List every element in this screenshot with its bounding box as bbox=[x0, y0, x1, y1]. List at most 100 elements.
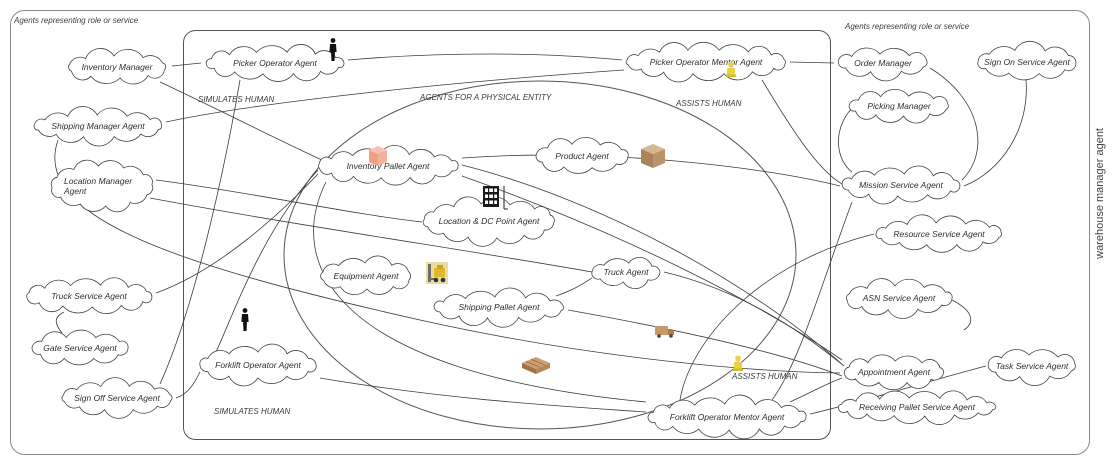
agent-label: Order Manager bbox=[854, 57, 912, 68]
connector-line bbox=[159, 79, 241, 385]
connector-line bbox=[789, 61, 835, 64]
agent-product: Product Agent bbox=[530, 137, 634, 174]
agent-label: Location & DC Point Agent bbox=[438, 215, 540, 226]
agent-location-manager: Location Manager Agent bbox=[46, 159, 158, 213]
agent-inventory-manager: Inventory Manager bbox=[62, 48, 172, 85]
agent-sign-off-service: Sign Off Service Agent bbox=[56, 377, 178, 419]
cloud-outline bbox=[61, 377, 173, 419]
cloud-shape bbox=[591, 256, 661, 289]
connector-line bbox=[165, 69, 625, 123]
agent-label: Picking Manager bbox=[867, 100, 931, 111]
cloud-shape bbox=[625, 41, 786, 83]
cloud-outline bbox=[33, 106, 163, 147]
connector-line bbox=[461, 164, 845, 367]
cloud-outline bbox=[647, 394, 807, 440]
agent-truck-service: Truck Service Agent bbox=[20, 277, 158, 314]
cloud-shape bbox=[837, 47, 928, 82]
cloud-outline bbox=[535, 137, 629, 174]
cloud-outline bbox=[318, 145, 459, 186]
physical-entity-label: AGENTS FOR A PHYSICAL ENTITY bbox=[420, 93, 552, 102]
connector-line bbox=[963, 79, 1027, 187]
simulates-human-label: SIMULATES HUMAN bbox=[198, 95, 275, 104]
agent-label: Shipping Pallet Agent bbox=[458, 302, 540, 313]
connector-line bbox=[159, 81, 323, 161]
human-agents-boundary bbox=[183, 30, 831, 440]
cloud-shape bbox=[26, 277, 153, 314]
agent-label: Location Manager Agent bbox=[64, 175, 133, 196]
connector-line bbox=[771, 201, 853, 401]
connector-line bbox=[461, 154, 841, 187]
cloud-shape bbox=[320, 255, 411, 295]
connector-line bbox=[55, 311, 65, 334]
cloud-outline bbox=[848, 88, 949, 124]
connector-line bbox=[567, 309, 843, 377]
agent-label: Truck Service Agent bbox=[51, 290, 127, 301]
connector-line bbox=[929, 67, 979, 181]
cloud-shape bbox=[318, 145, 459, 186]
agent-label: Forklift Operator Agent bbox=[215, 359, 301, 370]
cloud-outline bbox=[433, 287, 565, 328]
cloud-outline bbox=[199, 343, 317, 387]
right-group-caption: Agents representing role or service bbox=[845, 22, 970, 31]
physical-entity-boundary bbox=[283, 80, 797, 430]
agent-label: Task Service Agent bbox=[995, 360, 1069, 371]
agent-mission-service: Mission Service Agent bbox=[836, 165, 966, 205]
agent-shipping-pallet: Shipping Pallet Agent bbox=[428, 287, 570, 328]
agent-sign-on-service: Sign On Service Agent bbox=[972, 40, 1082, 81]
cloud-shape bbox=[422, 196, 555, 247]
agent-picker-operator: Picker Operator Agent bbox=[200, 44, 350, 82]
connector-line bbox=[761, 79, 843, 185]
agent-resource-service: Resource Service Agent bbox=[870, 214, 1008, 253]
agent-shipping-manager: Shipping Manager Agent bbox=[28, 106, 168, 147]
cloud-shape bbox=[837, 390, 997, 425]
cloud-outline bbox=[837, 390, 997, 425]
agent-picking-manager: Picking Manager bbox=[843, 88, 955, 124]
cloud-outline bbox=[68, 48, 167, 85]
cloud-outline bbox=[591, 256, 661, 289]
agent-label: Resource Service Agent bbox=[893, 228, 985, 239]
agent-label: Forklift Operator Mentor Agent bbox=[669, 411, 785, 422]
warehouse-manager-agent-title: warehouse manager agent bbox=[1094, 128, 1106, 259]
connector-line bbox=[175, 371, 201, 399]
cloud-outline bbox=[50, 159, 154, 213]
connector-line bbox=[149, 197, 593, 273]
cloud-outline bbox=[843, 354, 945, 391]
agent-label: Product Agent bbox=[555, 150, 609, 161]
cloud-outline bbox=[625, 41, 786, 83]
cloud-shape bbox=[68, 48, 167, 85]
warehouse-boundary bbox=[10, 10, 1090, 455]
cloud-shape bbox=[987, 349, 1076, 386]
agent-label: Sign Off Service Agent bbox=[74, 392, 160, 403]
connectors bbox=[54, 53, 1027, 415]
agent-asn-service: ASN Service Agent bbox=[840, 278, 958, 319]
connector-line bbox=[555, 277, 593, 297]
cloud-outline bbox=[320, 255, 411, 295]
cloud-shape bbox=[50, 159, 154, 213]
agent-label: Receiving Pallet Service Agent bbox=[859, 401, 975, 412]
connector-line bbox=[809, 365, 987, 415]
cloud-shape bbox=[843, 354, 945, 391]
agent-label: Appointment Agent bbox=[858, 366, 930, 377]
cloud-outline bbox=[987, 349, 1076, 386]
agent-forklift-operator-mentor: Forklift Operator Mentor Agent bbox=[642, 394, 812, 440]
agent-label: Mission Service Agent bbox=[859, 179, 943, 190]
cloud-shape bbox=[61, 377, 173, 419]
agent-label: Inventory Pallet Agent bbox=[346, 160, 430, 171]
cloud-shape bbox=[433, 287, 565, 328]
agent-label: Picker Operator Mentor Agent bbox=[649, 56, 763, 67]
cloud-shape bbox=[848, 88, 949, 124]
connector-line bbox=[838, 107, 853, 173]
agent-label: Gate Service Agent bbox=[43, 342, 117, 353]
agent-label: Sign On Service Agent bbox=[984, 56, 1070, 67]
connector-line bbox=[789, 377, 843, 403]
connector-line bbox=[679, 233, 875, 401]
agent-forklift-operator: Forklift Operator Agent bbox=[194, 343, 322, 387]
connector-line bbox=[663, 271, 845, 367]
cloud-outline bbox=[875, 214, 1002, 253]
assists-human-label: ASSISTS HUMAN bbox=[676, 99, 742, 108]
agent-label: Equipment Agent bbox=[333, 270, 399, 281]
cloud-outline bbox=[837, 47, 928, 82]
cloud-outline bbox=[26, 277, 153, 314]
cloud-shape bbox=[841, 165, 961, 205]
